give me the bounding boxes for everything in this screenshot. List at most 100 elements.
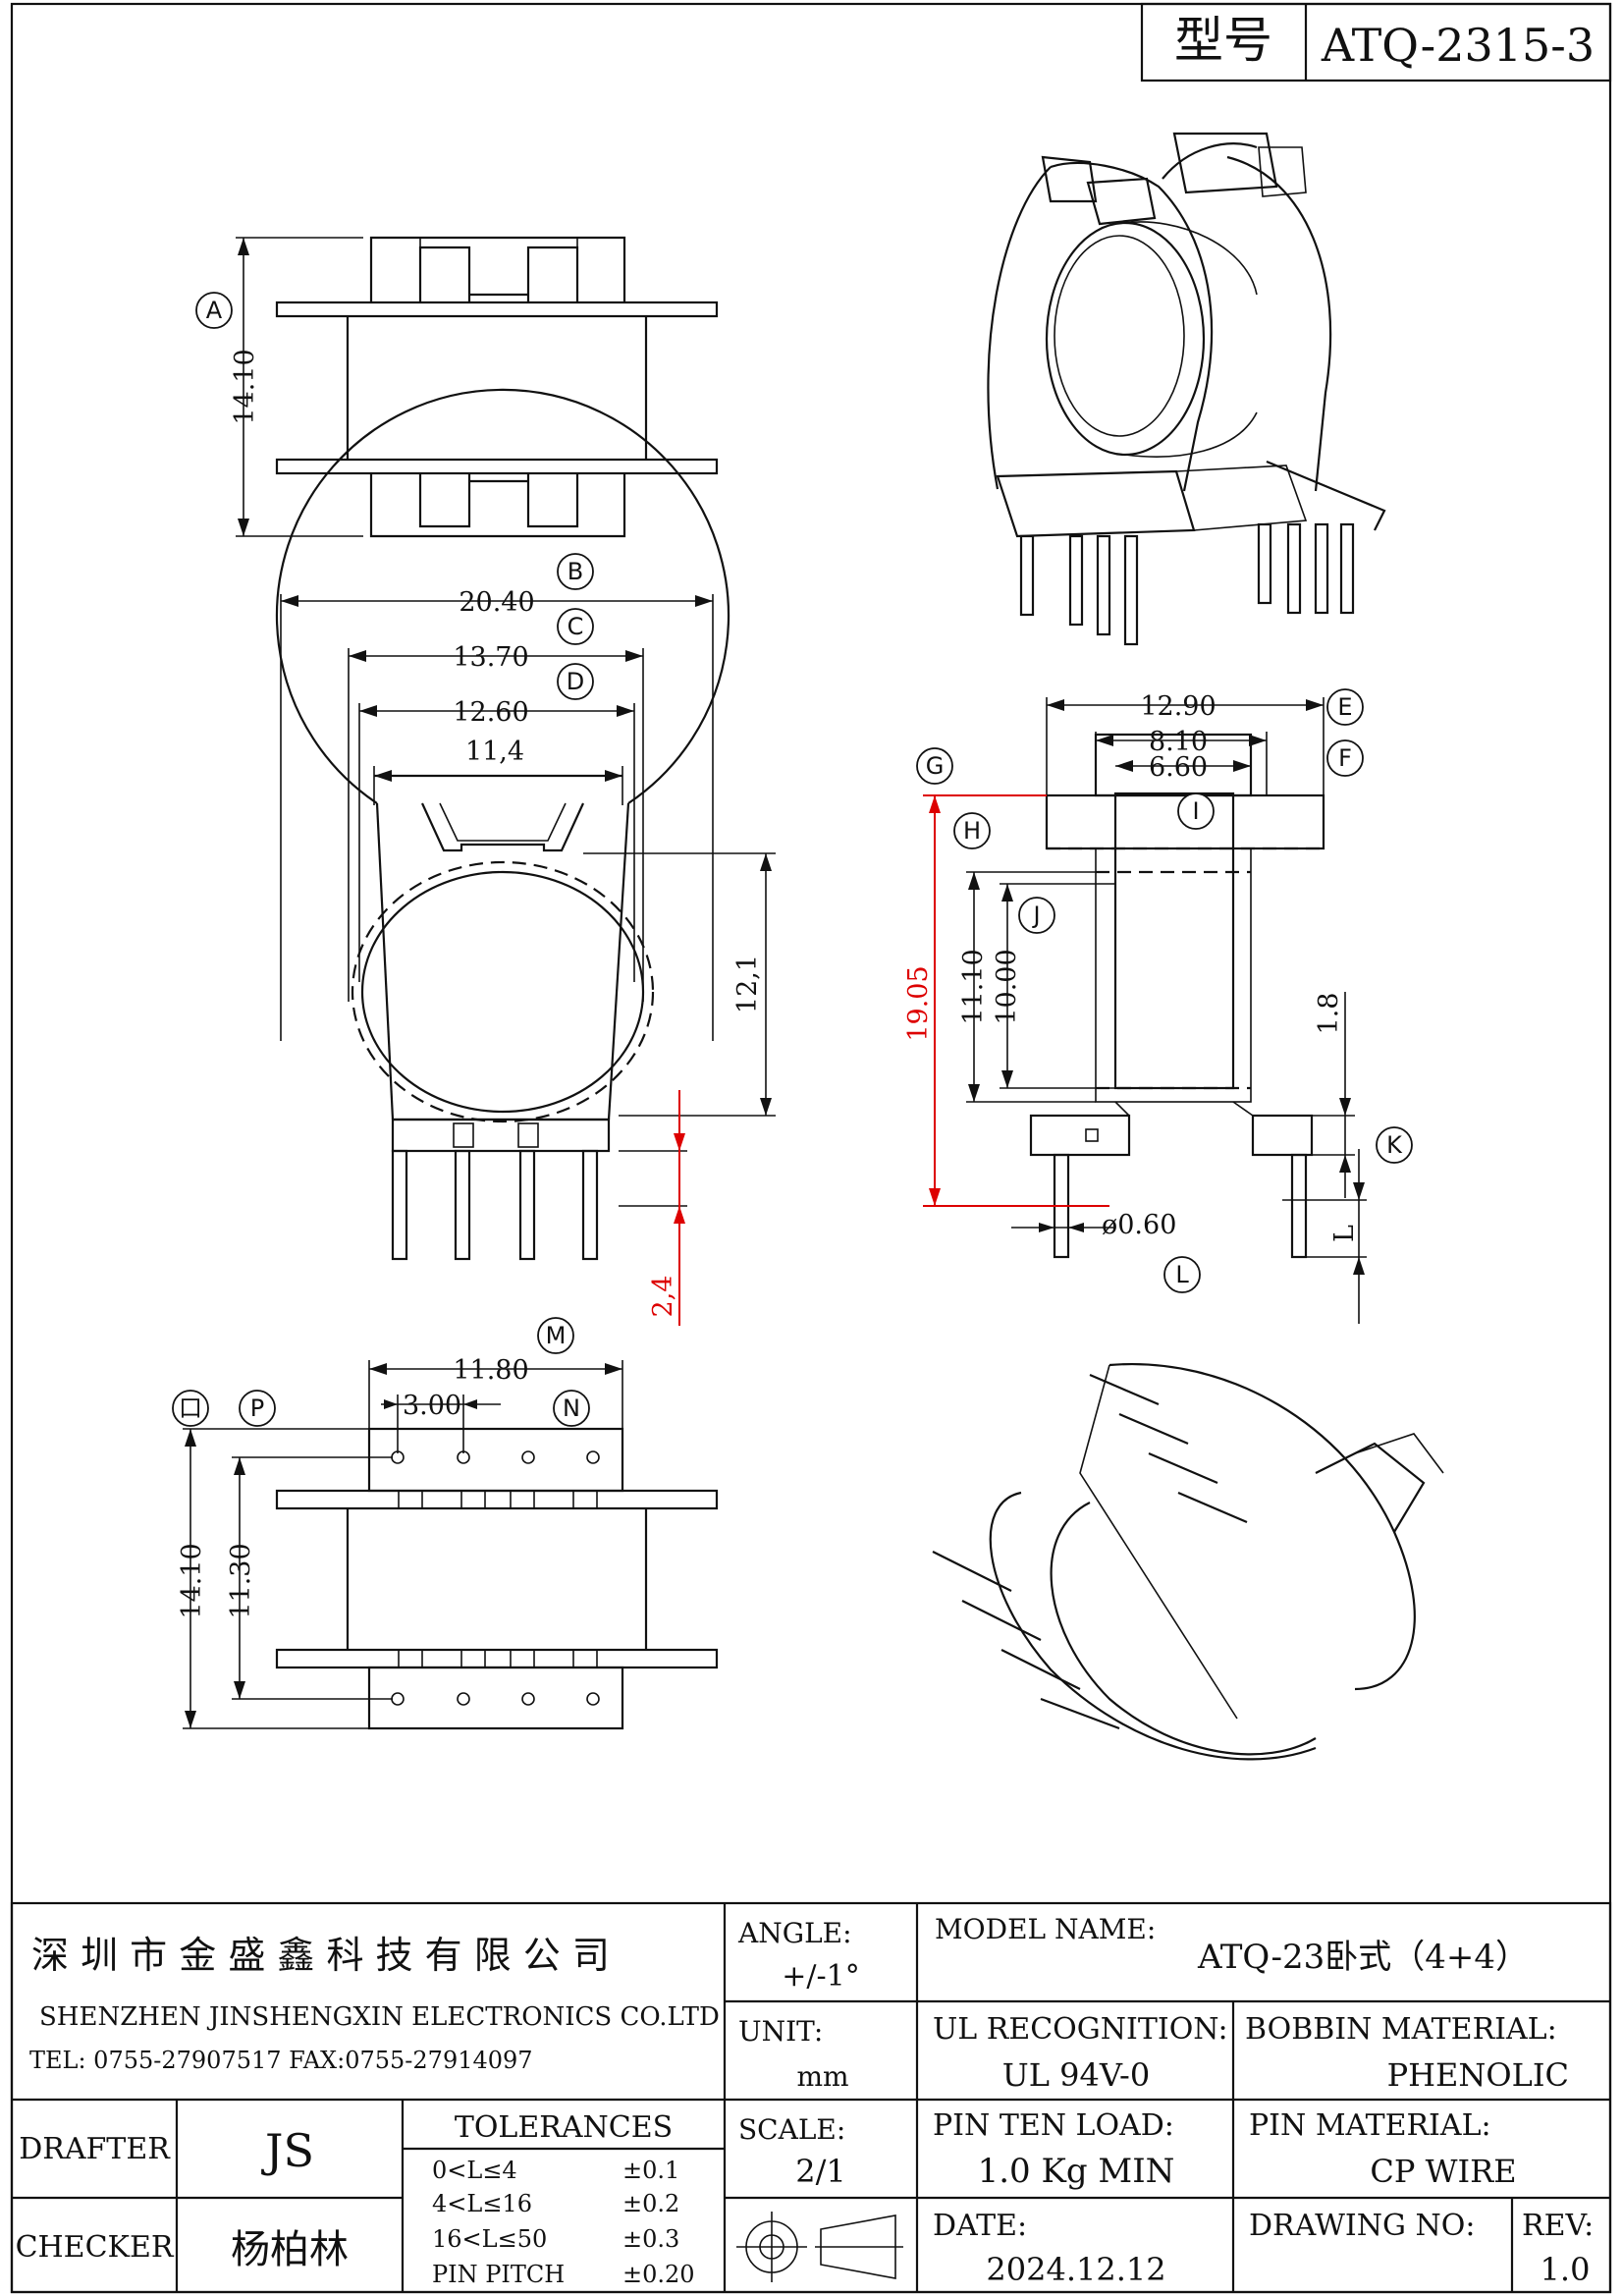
view-right-side: 12.90 8.10 6.60 19.05 11.10 10.00 1. bbox=[903, 691, 1367, 1324]
checker-label: CHECKER bbox=[16, 2230, 175, 2265]
projection-symbol-icon bbox=[736, 2212, 903, 2282]
svg-text:L: L bbox=[1175, 1261, 1189, 1288]
callout-c: C bbox=[557, 608, 594, 645]
iso-view-top bbox=[987, 132, 1386, 646]
company-name-en: SHENZHEN JINSHENGXIN ELECTRONICS CO.LTD bbox=[39, 2002, 720, 2032]
pin-load-label: PIN TEN LOAD: bbox=[933, 2108, 1174, 2143]
callout-g: G bbox=[916, 747, 953, 785]
svg-text:N: N bbox=[563, 1394, 580, 1422]
dim-m-value: 11.80 bbox=[453, 1355, 528, 1386]
dim-l-value: L bbox=[1329, 1225, 1360, 1242]
svg-text:K: K bbox=[1386, 1131, 1403, 1159]
tol-row-range: 4<L≤16 bbox=[432, 2190, 532, 2217]
model-label: 型号 bbox=[1174, 12, 1272, 69]
dim-n-value: 3.00 bbox=[403, 1391, 461, 1421]
dim-height-side-value: 12,1 bbox=[732, 955, 763, 1013]
view-bottom: 11.80 3.00 14.10 11.30 bbox=[177, 1355, 719, 1730]
callout-f: F bbox=[1326, 739, 1364, 777]
callout-h: H bbox=[953, 812, 991, 849]
pin-material-value: CP WIRE bbox=[1370, 2153, 1516, 2190]
svg-text:F: F bbox=[1338, 744, 1352, 772]
svg-text:口: 口 bbox=[179, 1394, 202, 1422]
svg-text:B: B bbox=[568, 558, 583, 585]
tol-row-value: ±0.20 bbox=[622, 2261, 695, 2288]
svg-text:I: I bbox=[1192, 797, 1199, 825]
bobbin-material-label: BOBBIN MATERIAL: bbox=[1245, 2012, 1557, 2047]
checker-value: 杨柏林 bbox=[231, 2227, 349, 2272]
drawing-no-label: DRAWING NO: bbox=[1249, 2209, 1475, 2243]
iso-view-bottom bbox=[932, 1362, 1444, 1761]
dim-a-value: 14.10 bbox=[230, 349, 260, 424]
tol-row-range: 16<L≤50 bbox=[432, 2225, 547, 2253]
dim-p-value: 11.30 bbox=[226, 1543, 256, 1618]
dim-pin-length-side-value: 2,4 bbox=[648, 1276, 678, 1318]
dim-pin-dia-value: ø0.60 bbox=[1102, 1210, 1176, 1240]
header-model-box: 型号 ATQ-2315-3 bbox=[1140, 2, 1612, 82]
dim-g-value: 19.05 bbox=[903, 965, 934, 1041]
scale-label: SCALE: bbox=[738, 2113, 845, 2146]
callout-i: I bbox=[1177, 793, 1215, 830]
tol-row-value: ±0.2 bbox=[622, 2190, 679, 2217]
callout-k: K bbox=[1376, 1126, 1413, 1164]
bobbin-material-value: PHENOLIC bbox=[1387, 2056, 1569, 2094]
drafter-value: JS bbox=[261, 2124, 314, 2177]
dim-e-value: 12.90 bbox=[1140, 691, 1216, 722]
company-contact: TEL: 0755-27907517 FAX:0755-27914097 bbox=[29, 2047, 533, 2074]
tol-row-range: 0<L≤4 bbox=[432, 2157, 517, 2184]
svg-text:D: D bbox=[567, 668, 584, 695]
svg-text:A: A bbox=[206, 297, 223, 324]
ul-label: UL RECOGNITION: bbox=[933, 2012, 1228, 2047]
dim-inner-width-value: 11,4 bbox=[465, 737, 524, 767]
ul-value: UL 94V-0 bbox=[1002, 2056, 1150, 2094]
pin-material-label: PIN MATERIAL: bbox=[1249, 2108, 1491, 2143]
dim-c-value: 13.70 bbox=[453, 642, 528, 673]
callout-j: J bbox=[1018, 897, 1055, 934]
dim-k-value: 1.8 bbox=[1314, 993, 1344, 1035]
tol-row-value: ±0.3 bbox=[622, 2225, 679, 2253]
company-name-cn: 深 圳 市 金 盛 鑫 科 技 有 限 公 司 bbox=[31, 1934, 610, 1977]
callout-a: A bbox=[195, 292, 233, 329]
dim-j-value: 10.00 bbox=[992, 949, 1022, 1024]
dim-o-value: 14.10 bbox=[177, 1543, 207, 1618]
callout-o: 口 bbox=[172, 1390, 209, 1427]
svg-text:C: C bbox=[568, 613, 584, 640]
title-block: 深 圳 市 金 盛 鑫 科 技 有 限 公 司 SHENZHEN JINSHEN… bbox=[10, 1901, 1612, 2294]
callout-p: P bbox=[239, 1390, 276, 1427]
angle-value: +/-1° bbox=[782, 1959, 859, 1994]
tolerances-label: TOLERANCES bbox=[455, 2110, 673, 2145]
model-name-value: ATQ-23卧式（4+4） bbox=[1197, 1938, 1529, 1977]
callout-e: E bbox=[1326, 688, 1364, 726]
drafter-label: DRAFTER bbox=[19, 2132, 171, 2166]
svg-text:H: H bbox=[963, 817, 981, 845]
view-side-top: 14.10 bbox=[230, 236, 719, 538]
angle-label: ANGLE: bbox=[737, 1917, 852, 1949]
dim-h-value: 11.10 bbox=[958, 949, 989, 1024]
pin-load-value: 1.0 Kg MIN bbox=[978, 2152, 1175, 2191]
callout-d: D bbox=[557, 663, 594, 700]
svg-text:M: M bbox=[546, 1322, 567, 1349]
rev-label: REV: bbox=[1522, 2209, 1594, 2243]
callout-l: L bbox=[1163, 1256, 1201, 1293]
dim-i-value: 6.60 bbox=[1149, 752, 1208, 783]
tol-row-range: PIN PITCH bbox=[432, 2261, 565, 2288]
callouts: A B C D E F G H I J K L M N 口 P bbox=[172, 292, 1413, 1427]
tol-row-value: ±0.1 bbox=[622, 2157, 679, 2184]
date-value: 2024.12.12 bbox=[986, 2251, 1165, 2288]
svg-text:J: J bbox=[1031, 902, 1040, 929]
unit-label: UNIT: bbox=[738, 2015, 823, 2048]
scale-value: 2/1 bbox=[795, 2153, 846, 2190]
dim-d-value: 12.60 bbox=[453, 697, 528, 728]
dim-f-value: 8.10 bbox=[1149, 727, 1208, 757]
callout-b: B bbox=[557, 553, 594, 590]
callout-n: N bbox=[553, 1390, 590, 1427]
view-front: 20.40 13.70 12.60 11,4 12,1 2,4 bbox=[275, 388, 776, 1326]
tolerance-rows: 0<L≤4 ±0.1 4<L≤16 ±0.2 16<L≤50 ±0.3 PIN … bbox=[432, 2157, 695, 2288]
svg-text:P: P bbox=[250, 1394, 264, 1422]
dim-b-value: 20.40 bbox=[459, 587, 534, 618]
model-name-label: MODEL NAME: bbox=[935, 1913, 1156, 1945]
callout-m: M bbox=[537, 1317, 574, 1354]
unit-value: mm bbox=[796, 2060, 848, 2093]
rev-value: 1.0 bbox=[1541, 2251, 1591, 2288]
svg-text:E: E bbox=[1337, 693, 1352, 721]
